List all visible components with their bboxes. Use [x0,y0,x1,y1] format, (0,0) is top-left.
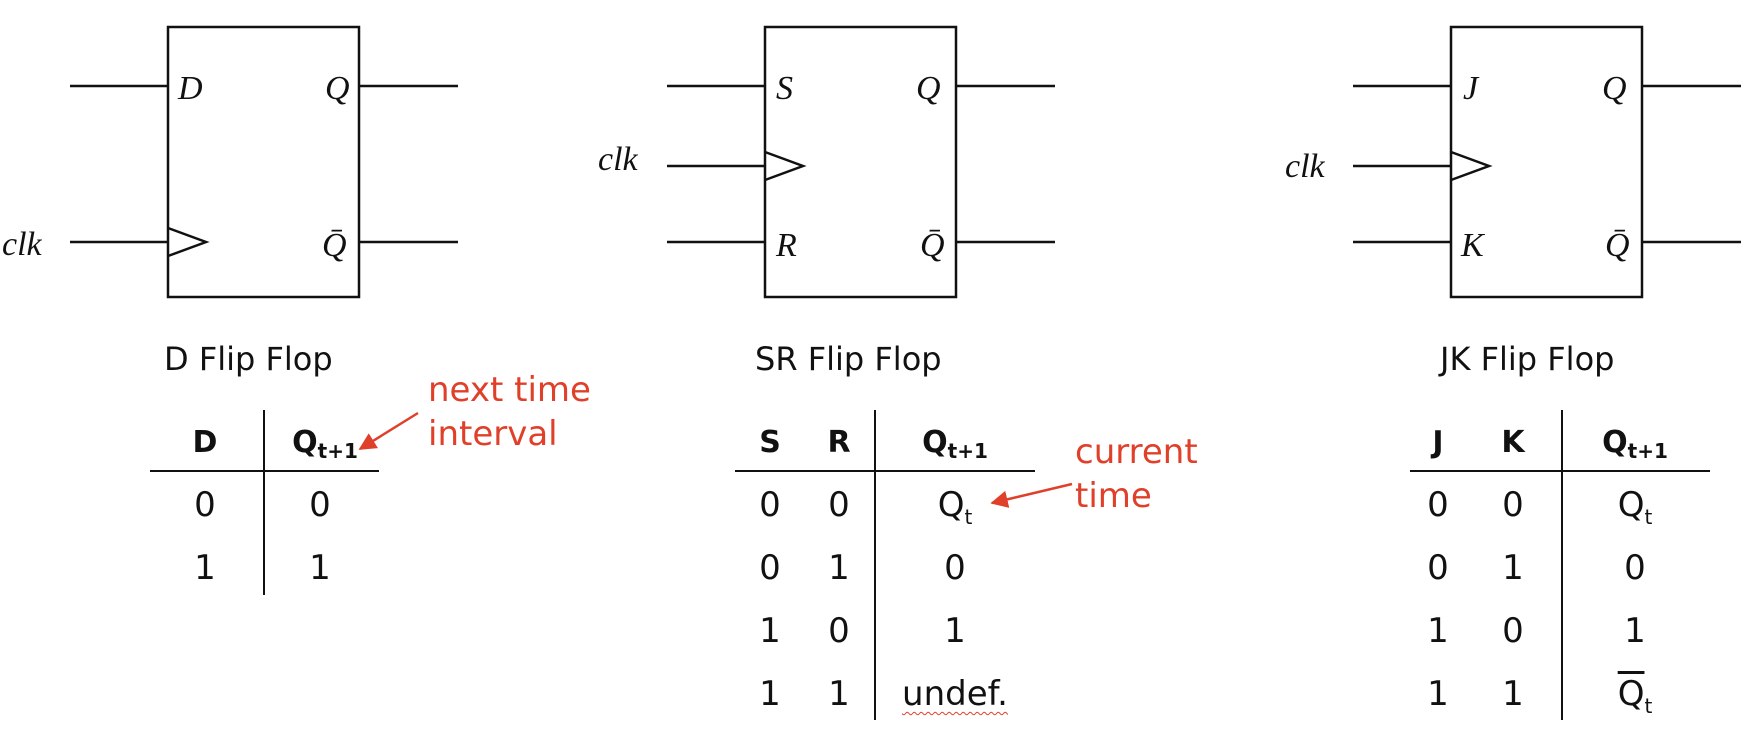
sr-table-header-q: Qt+1 [905,425,1005,463]
d-header-q-sub: t+1 [317,439,358,463]
d-header-q-text: Q [292,425,318,460]
sr-header-q-sub: t+1 [947,439,988,463]
jk-row-1-q-sub: t [1644,505,1653,529]
current-time-line-1: current [1075,432,1198,472]
jk-row-4-j: 1 [1427,674,1449,714]
jk-row-4-q-sub: t [1644,694,1653,718]
jk-clk-label: clk [1285,148,1326,185]
next-time-arrow [358,411,419,451]
jk-row-4-k: 1 [1502,674,1524,714]
jk-row-3-q: 1 [1624,611,1646,651]
sr-row-3-r: 0 [828,611,850,651]
jk-flip-flop-box [1449,25,1644,299]
d-table-row-2-d: 1 [194,548,216,588]
d-table-row-2-q: 1 [309,548,331,588]
jk-header-q-text: Q [1602,425,1628,460]
jk-row-2-k: 1 [1502,548,1524,588]
jk-q-label: Q [1602,70,1627,107]
sr-row-2-q: 0 [944,548,966,588]
jk-flip-flop-symbol [1353,25,1741,299]
jk-header-q-sub: t+1 [1627,439,1668,463]
sr-row-4-q-text: undef. [902,674,1008,714]
d-qbar-label: Q̄ [322,227,347,264]
jk-row-4-q: Qt [1585,674,1685,718]
sr-row-1-q-sub: t [964,505,973,529]
table-rules [150,410,1710,720]
jk-table-header-k: K [1501,425,1525,460]
d-table-header-d: D [192,425,218,460]
jk-qbar-label: Q̄ [1605,227,1630,264]
jk-table-header-q: Qt+1 [1585,425,1685,463]
jk-row-3-j: 1 [1427,611,1449,651]
d-table-row-1-q: 0 [309,485,331,525]
sr-row-2-s: 0 [759,548,781,588]
d-table-row-1-d: 0 [194,485,216,525]
jk-clock-triangle [1450,150,1493,182]
d-flip-flop-caption: D Flip Flop [164,340,333,378]
sr-flip-flop-symbol [667,25,1055,299]
jk-k-label: K [1460,227,1486,264]
sr-row-4-q: undef. [880,674,1030,714]
next-time-line-1: next time [428,370,591,410]
sr-row-2-r: 1 [828,548,850,588]
current-time-line-2: time [1075,476,1152,516]
sr-table-header-s: S [759,425,781,460]
d-q-label: Q [325,70,350,107]
d-clock-triangle [167,226,210,258]
sr-row-3-q: 1 [944,611,966,651]
d-clk-label: clk [2,226,43,263]
next-time-annotation: next time interval [428,368,591,456]
sr-row-1-r: 0 [828,485,850,525]
jk-row-1-q-text: Q [1617,485,1645,525]
sr-row-1-s: 0 [759,485,781,525]
jk-row-1-q: Qt [1585,485,1685,529]
sr-row-3-s: 1 [759,611,781,651]
jk-row-1-k: 0 [1502,485,1524,525]
d-input-label: D [177,70,203,107]
current-time-annotation: current time [1075,430,1198,518]
sr-header-q-text: Q [922,425,948,460]
jk-row-3-k: 0 [1502,611,1524,651]
sr-row-1-q: Qt [905,485,1005,529]
jk-row-2-q: 0 [1624,548,1646,588]
jk-row-4-q-text: Q [1617,674,1645,714]
sr-clock-triangle [764,150,807,182]
sr-clk-label: clk [598,141,639,178]
sr-flip-flop-caption: SR Flip Flop [755,340,942,378]
next-time-line-2: interval [428,414,558,454]
sr-s-label: S [776,70,793,107]
sr-r-label: R [775,227,797,264]
jk-j-label: J [1463,70,1480,107]
sr-table-header-r: R [827,425,851,460]
d-table-header-q: Qt+1 [275,425,375,463]
sr-row-4-r: 1 [828,674,850,714]
d-flip-flop-box [166,25,361,299]
jk-flip-flop-caption: JK Flip Flop [1440,340,1615,378]
jk-table-header-j: J [1432,425,1444,460]
d-flip-flop-symbol [70,25,458,299]
jk-row-2-j: 0 [1427,548,1449,588]
sr-qbar-label: Q̄ [920,227,945,264]
jk-row-1-j: 0 [1427,485,1449,525]
sr-row-4-s: 1 [759,674,781,714]
sr-row-1-q-text: Q [937,485,965,525]
sr-q-label: Q [916,70,941,107]
sr-flip-flop-box [763,25,958,299]
current-time-arrow [990,482,1073,508]
